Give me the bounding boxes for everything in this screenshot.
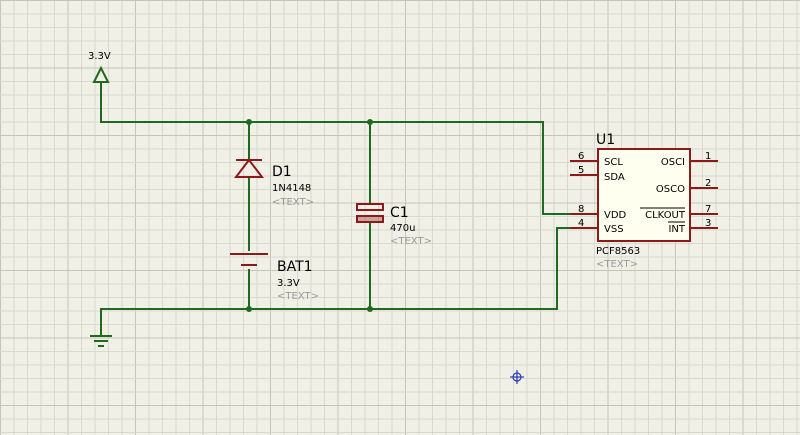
diode-text-placeholder: <TEXT> <box>272 197 314 208</box>
diode-icon <box>233 158 265 178</box>
pin-name-clkout: CLKOUT <box>645 210 686 221</box>
capacitor-text-placeholder: <TEXT> <box>390 236 432 247</box>
chip-text-placeholder: <TEXT> <box>596 259 638 270</box>
capacitor-ref: C1 <box>390 205 409 221</box>
junction-dot <box>367 119 373 125</box>
ground-terminal[interactable] <box>90 335 112 347</box>
wire-gnd-rail[interactable] <box>100 227 579 337</box>
pin-name-sda: SDA <box>604 172 625 183</box>
chip-ref: U1 <box>596 132 615 148</box>
pin-num-int: 3 <box>705 218 711 229</box>
diode-ref: D1 <box>272 164 292 180</box>
chip-body <box>597 148 691 242</box>
capacitor-c1[interactable] <box>356 203 384 223</box>
junctions <box>246 119 373 312</box>
battery-bat1[interactable] <box>230 253 268 266</box>
junction-dot <box>246 306 252 312</box>
power-label: 3.3V <box>88 51 111 62</box>
pin-name-vdd: VDD <box>604 210 627 221</box>
capacitor-value: 470u <box>390 223 415 234</box>
pin-num-clkout: 7 <box>705 204 711 215</box>
junction-dot <box>246 119 252 125</box>
battery-text-placeholder: <TEXT> <box>277 291 319 302</box>
chip-value: PCF8563 <box>596 246 640 257</box>
pin-num-vdd: 8 <box>578 204 584 215</box>
pin-name-osci: OSCI <box>661 157 685 168</box>
pin-num-osco: 2 <box>705 178 711 189</box>
power-terminal[interactable]: 3.3V <box>88 51 111 83</box>
wires <box>100 81 579 337</box>
diode-value: 1N4148 <box>272 183 311 194</box>
pin-num-scl: 6 <box>578 151 584 162</box>
junction-dot <box>367 306 373 312</box>
pin-num-osci: 1 <box>705 151 711 162</box>
chip-u1[interactable]: U1 SCL SDA VDD VSS OSCI OSCO CLKOUT INT … <box>570 132 718 270</box>
chip-pin-leads <box>570 160 718 229</box>
pin-name-osco: OSCO <box>656 184 685 195</box>
pin-name-vss: VSS <box>604 224 624 235</box>
pin-num-sda: 5 <box>578 165 584 176</box>
cursor-crosshair-icon[interactable] <box>510 370 524 384</box>
capacitor-bottom-plate <box>356 215 384 223</box>
capacitor-icon <box>356 203 384 211</box>
diode-d1[interactable] <box>233 158 265 178</box>
power-arrow-icon <box>92 65 110 83</box>
pin-name-int: INT <box>668 224 685 235</box>
pin-num-vss: 4 <box>578 218 584 229</box>
wire-vcc-rail[interactable] <box>100 81 579 215</box>
battery-ref: BAT1 <box>277 259 313 275</box>
pin-name-scl: SCL <box>604 157 623 168</box>
battery-value: 3.3V <box>277 278 300 289</box>
